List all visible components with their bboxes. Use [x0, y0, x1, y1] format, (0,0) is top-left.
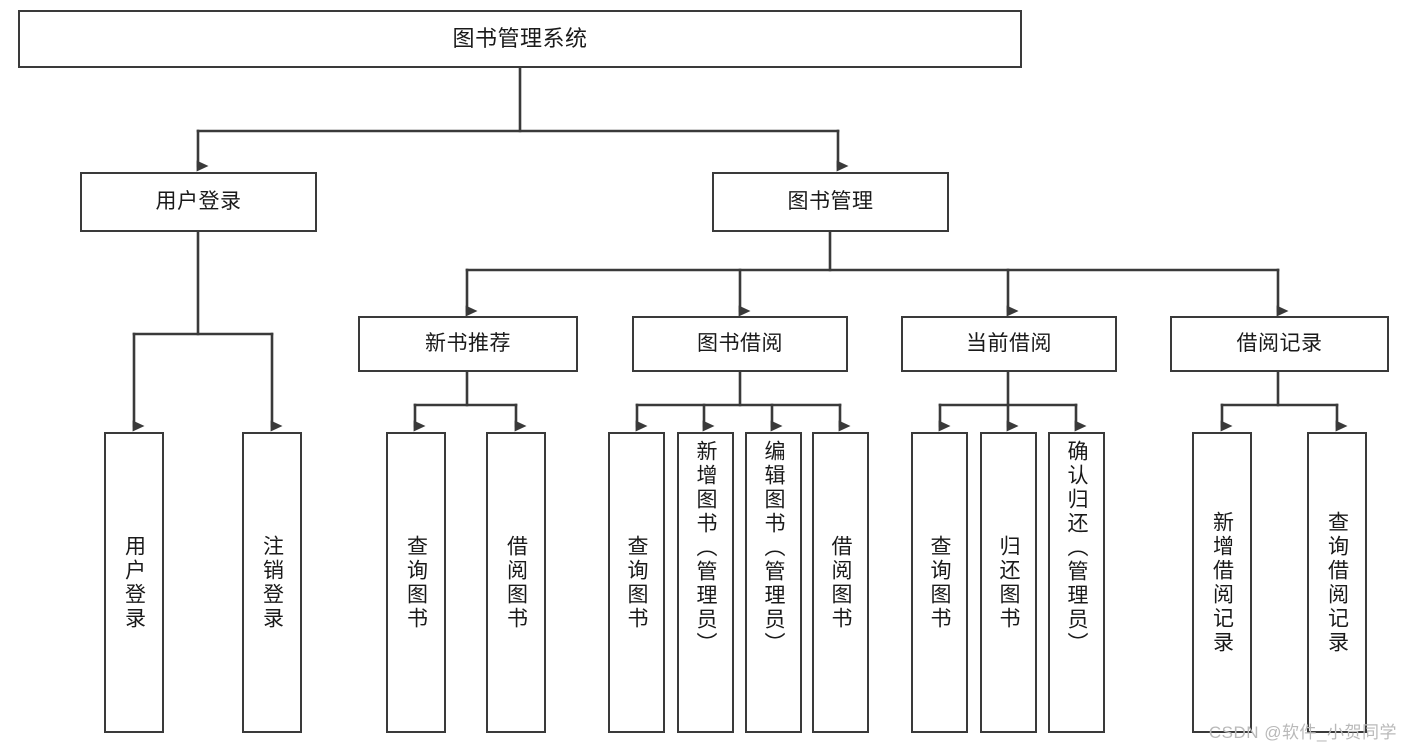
node-book-borrow[interactable]: 图书借阅 — [632, 316, 848, 372]
node-label: 归还图书 — [997, 534, 1020, 631]
csdn-watermark: CSDN @软件_小贺同学 — [1208, 723, 1397, 742]
node-new-book-recommend[interactable]: 新书推荐 — [358, 316, 578, 372]
node-label: 借阅图书 — [829, 534, 852, 631]
leaf-confirm-return-admin[interactable]: 确认归还（管理员） — [1048, 432, 1105, 733]
node-label: 查询图书 — [404, 534, 428, 631]
node-label: 新增图书（管理员） — [694, 440, 717, 656]
node-label: 借阅图书 — [504, 534, 528, 631]
node-label: 图书借阅 — [697, 331, 783, 355]
node-label: 查询图书 — [928, 534, 951, 631]
node-label: 注销登录 — [260, 534, 284, 631]
leaf-add-book-admin[interactable]: 新增图书（管理员） — [677, 432, 734, 733]
node-label: 确认归还（管理员） — [1065, 440, 1088, 656]
node-label: 图书管理 — [787, 189, 874, 213]
node-current-borrow[interactable]: 当前借阅 — [901, 316, 1117, 372]
leaf-query-book-recommend[interactable]: 查询图书 — [386, 432, 446, 733]
leaf-user-login[interactable]: 用户登录 — [104, 432, 164, 733]
node-user-login[interactable]: 用户登录 — [80, 172, 317, 232]
node-label: 新书推荐 — [425, 331, 511, 355]
leaf-borrow-book-recommend[interactable]: 借阅图书 — [486, 432, 546, 733]
node-label: 查询借阅记录 — [1325, 510, 1349, 655]
leaf-logout-login[interactable]: 注销登录 — [242, 432, 302, 733]
leaf-add-borrow-record[interactable]: 新增借阅记录 — [1192, 432, 1252, 733]
leaf-query-book-borrow[interactable]: 查询图书 — [608, 432, 665, 733]
node-label: 用户登录 — [122, 534, 146, 631]
node-label: 当前借阅 — [966, 331, 1052, 355]
node-root-book-management-system[interactable]: 图书管理系统 — [18, 10, 1022, 68]
node-label: 借阅记录 — [1236, 331, 1323, 355]
node-label: 图书管理系统 — [452, 26, 588, 52]
node-book-management[interactable]: 图书管理 — [712, 172, 949, 232]
leaf-borrow-book-borrow[interactable]: 借阅图书 — [812, 432, 869, 733]
node-label: 编辑图书（管理员） — [762, 440, 785, 656]
node-borrow-record[interactable]: 借阅记录 — [1170, 316, 1389, 372]
leaf-query-book-current[interactable]: 查询图书 — [911, 432, 968, 733]
leaf-query-borrow-record[interactable]: 查询借阅记录 — [1307, 432, 1367, 733]
node-label: 用户登录 — [155, 189, 242, 213]
leaf-edit-book-admin[interactable]: 编辑图书（管理员） — [745, 432, 802, 733]
leaf-return-book[interactable]: 归还图书 — [980, 432, 1037, 733]
node-label: 查询图书 — [625, 534, 648, 631]
node-label: 新增借阅记录 — [1210, 510, 1234, 655]
